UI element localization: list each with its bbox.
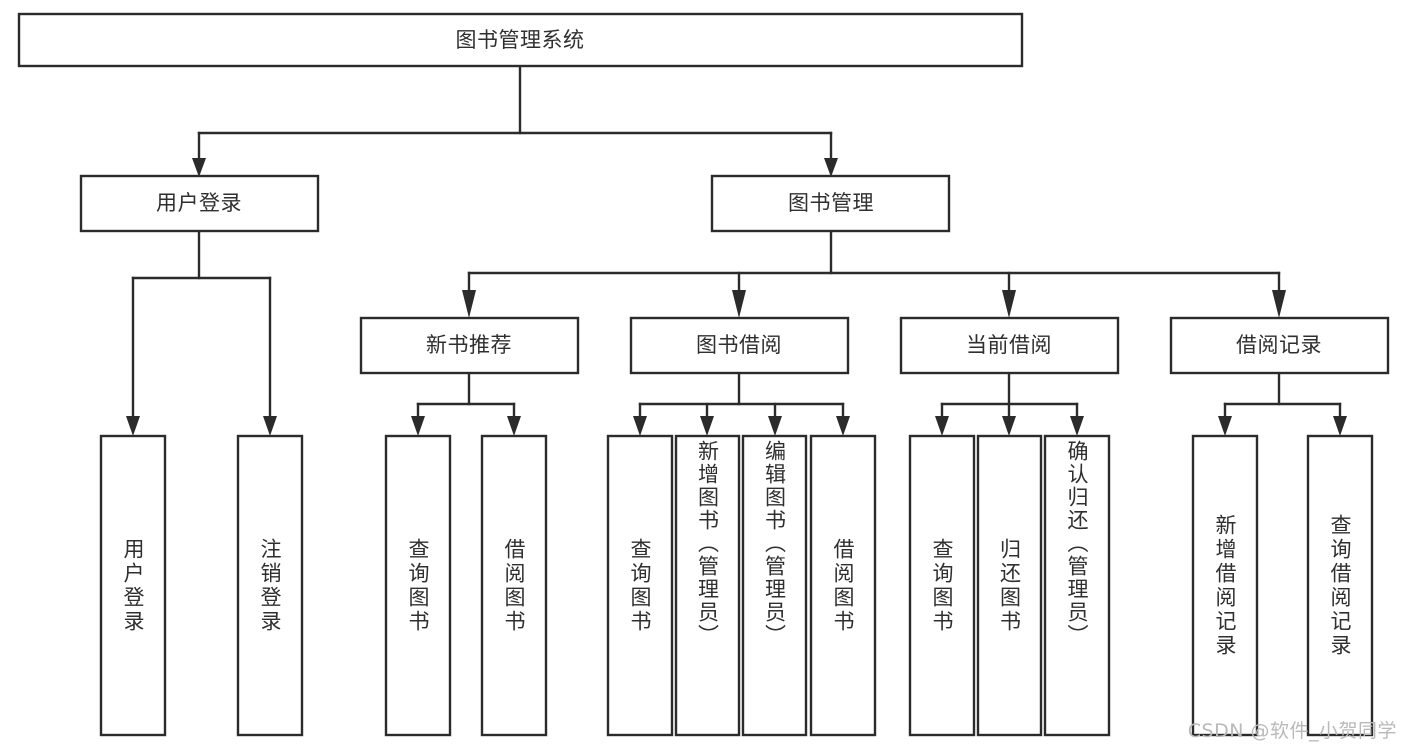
arrow-to-new-book-recommend [462, 290, 476, 318]
leaf-box-query-book-1[interactable] [384, 434, 452, 737]
node-new-book-recommend[interactable]: 新书推荐 [359, 316, 580, 375]
arrow-to-leaf-query-book-1 [411, 416, 425, 436]
node-current-borrow-box[interactable] [899, 316, 1120, 375]
arrow-to-book-borrow [732, 290, 746, 318]
leaf-box-confirm-return[interactable] [1043, 434, 1111, 737]
leaf-box-borrow-book-1[interactable] [480, 434, 548, 737]
node-user-login-box[interactable] [79, 174, 320, 233]
leaf-box-add-record[interactable] [1191, 434, 1259, 737]
arrow-to-leaf-edit-book [768, 416, 782, 436]
node-new-book-recommend-label: 新书推荐 [426, 333, 512, 357]
arrow-to-leaf-borrow-book-1 [507, 416, 521, 436]
edge-layer [126, 64, 1347, 436]
csdn-watermark: CSDN @软件_小贺同学 [1187, 720, 1397, 742]
node-new-book-recommend-box[interactable] [359, 316, 580, 375]
arrow-to-leaf-query-book-3 [935, 416, 949, 436]
arrow-to-leaf-borrow-book-2 [836, 416, 850, 436]
node-borrow-record[interactable]: 借阅记录 [1169, 316, 1390, 375]
node-current-borrow[interactable]: 当前借阅 [899, 316, 1120, 375]
node-book-borrow[interactable]: 图书借阅 [629, 316, 850, 375]
node-layer: 图书管理系统 用户登录 图书管理 新书推荐 图书借阅 当前 [17, 12, 1390, 737]
arrow-to-leaf-query-record [1333, 416, 1347, 436]
leaf-box-edit-book[interactable] [741, 434, 808, 737]
leaf-box-add-book[interactable] [674, 434, 741, 737]
arrow-to-leaf-add-record [1218, 416, 1232, 436]
leaf-box-return-book[interactable] [976, 434, 1043, 737]
arrow-to-leaf-logout-login [263, 416, 277, 436]
arrow-to-leaf-confirm-return [1070, 416, 1084, 436]
arrow-to-user-login [192, 158, 206, 177]
node-book-manage[interactable]: 图书管理 [710, 174, 951, 233]
arrow-to-book-manage [824, 158, 838, 177]
node-current-borrow-label: 当前借阅 [966, 333, 1052, 357]
node-root[interactable]: 图书管理系统 [17, 12, 1024, 68]
node-user-login[interactable]: 用户登录 [79, 174, 320, 233]
arrow-to-leaf-add-book [700, 416, 714, 436]
node-book-manage-box[interactable] [710, 174, 951, 233]
leaf-box-query-book-2[interactable] [606, 434, 674, 737]
arrow-to-current-borrow [1002, 290, 1016, 318]
node-borrow-record-label: 借阅记录 [1236, 333, 1322, 357]
arrow-to-borrow-record [1272, 290, 1286, 318]
leaf-box-user-login[interactable] [99, 434, 167, 737]
node-root-box[interactable] [17, 12, 1024, 68]
arrow-to-leaf-return-book [1002, 416, 1016, 436]
arrow-to-leaf-query-book-2 [633, 416, 647, 436]
arrow-to-leaf-user-login [126, 416, 140, 436]
node-book-borrow-box[interactable] [629, 316, 850, 375]
leaf-box-borrow-book-2[interactable] [809, 434, 877, 737]
node-borrow-record-box[interactable] [1169, 316, 1390, 375]
node-book-borrow-label: 图书借阅 [696, 333, 782, 357]
leaf-box-query-book-3[interactable] [908, 434, 976, 737]
node-book-manage-label: 图书管理 [788, 191, 874, 215]
node-user-login-label: 用户登录 [156, 191, 242, 215]
leaf-box-query-record[interactable] [1306, 434, 1374, 737]
leaf-box-logout-login[interactable] [236, 434, 304, 737]
node-root-label: 图书管理系统 [456, 28, 585, 52]
